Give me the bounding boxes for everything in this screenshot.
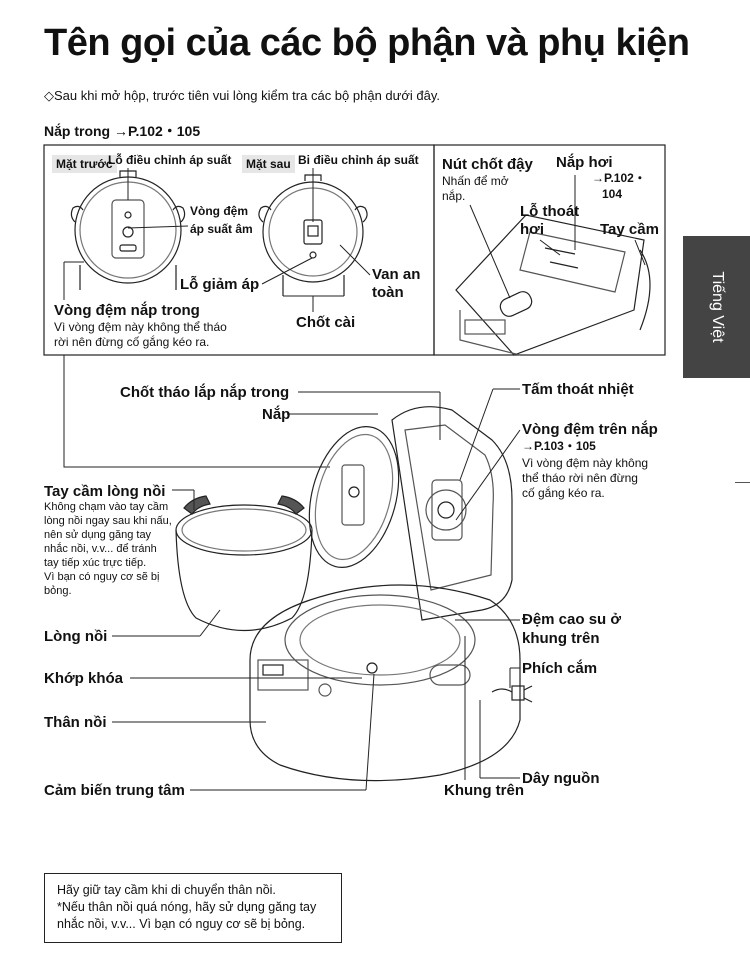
rubber-gasket-label-2: khung trên (522, 630, 600, 647)
pot-handle-label: Tay cầm lòng nồi (44, 483, 166, 500)
inner-lid-gasket-note-1: Vì vòng đệm này không thể tháo (54, 320, 227, 334)
body-label: Thân nồi (44, 714, 107, 731)
safety-valve-label-1: Van an (372, 266, 421, 283)
main-leaders (112, 388, 521, 791)
negative-pressure-gasket-label-1: Vòng đệm (190, 204, 249, 218)
center-sensor-label: Cảm biến trung tâm (44, 782, 185, 799)
cooker-main-illustration (249, 406, 533, 782)
lid-label: Nắp (262, 406, 291, 423)
steam-cap-ref-1: →P.102・ (592, 171, 646, 185)
plug-label: Phích cắm (522, 660, 598, 677)
pot-handle-note-1: Không chạm vào tay cầm (44, 501, 169, 513)
upper-frame-label: Khung trên (444, 782, 524, 799)
pot-handle-note-5: tay tiếp xúc trực tiếp. (44, 557, 147, 569)
pressure-relief-hole-label: Lỗ giảm áp (180, 276, 260, 293)
bottom-note-line-3: nhắc nồi, v.v... Vì bạn có nguy cơ sẽ bị… (57, 916, 306, 931)
inner-lid-connector (63, 355, 330, 468)
pot-handle-note-4: nhắc nồi, v.v... để tránh (44, 543, 157, 555)
steam-cap-ref-2: 104 (602, 187, 623, 201)
lid-gasket-note-3: cố gắng kéo ra. (522, 486, 605, 500)
back-side-tag: Mặt sau (242, 155, 295, 173)
pot-handle-note-6: Vì bạn có nguy cơ sẽ bị (44, 571, 160, 583)
top-view-leaders (469, 175, 646, 299)
lid-gasket-note-2: thể tháo rời nên đừng (522, 471, 638, 485)
pot-handle-note-2: lòng nồi ngay sau khi nấu, (44, 515, 172, 527)
push-button-label: Nút chốt đậy (442, 156, 533, 173)
inner-lid-release-label: Chốt tháo lắp nắp trong (120, 384, 290, 401)
push-button-note-1: Nhấn để mở (442, 174, 509, 188)
latch-label: Chốt cài (296, 314, 356, 331)
section-inner-lid: Nắp trong →P.102・105 (44, 123, 201, 139)
language-tab: Tiếng Việt (683, 236, 750, 378)
pot-handle-note-7: bỏng. (44, 585, 72, 597)
inner-pot-illustration (175, 495, 313, 631)
tab-tick (735, 482, 750, 483)
top-view-box (433, 144, 666, 356)
bottom-note-line-1: Hãy giữ tay cầm khi di chuyển thân nồi. (57, 883, 276, 897)
safety-valve-label-2: toàn (372, 284, 404, 301)
pot-handle-note-3: nên sử dụng găng tay (44, 529, 152, 541)
front-side-tag: Mặt trước (52, 155, 117, 173)
lid-gasket-note-1: Vì vòng đệm này không (522, 456, 649, 470)
negative-pressure-gasket-label-2: áp suất âm (190, 222, 253, 236)
inner-lid-leaders (63, 168, 371, 312)
rubber-gasket-label-1: Đệm cao su ở (522, 611, 622, 628)
steam-cap-label: Nắp hơi (556, 154, 613, 171)
lid-gasket-ref: →P.103・105 (522, 439, 596, 453)
inner-lid-gasket-note-2: rời nên đừng cố gắng kéo ra. (54, 335, 210, 349)
cooker-top-illustration (455, 214, 651, 356)
pressure-ball-label: Bi điều chỉnh áp suất (298, 153, 419, 167)
hook-label: Khớp khóa (44, 670, 123, 687)
heat-shield-label: Tấm thoát nhiệt (522, 381, 634, 398)
power-cord-label: Dây nguồn (522, 770, 600, 787)
pressure-adjust-hole-label: Lỗ điều chỉnh áp suất (108, 153, 232, 167)
handle-label: Tay cầm (600, 221, 659, 238)
page-title: Tên gọi của các bộ phận và phụ kiện (44, 22, 690, 64)
intro-text: ◇Sau khi mở hộp, trước tiên vui lòng kiể… (44, 88, 440, 103)
bottom-note-box: Hãy giữ tay cầm khi di chuyển thân nồi. … (44, 873, 342, 943)
lid-gasket-label: Vòng đệm trên nắp (522, 421, 658, 438)
steam-vent-label-1: Lỗ thoát (520, 203, 580, 220)
inner-pot-label: Lòng nồi (44, 628, 108, 645)
steam-vent-label-2: hơi (520, 221, 544, 238)
inner-lid-gasket-label: Vòng đệm nắp trong (54, 302, 200, 319)
bottom-note-line-2: *Nếu thân nồi quá nóng, hãy sử dụng găng… (57, 899, 317, 914)
push-button-note-2: nắp. (442, 189, 466, 203)
